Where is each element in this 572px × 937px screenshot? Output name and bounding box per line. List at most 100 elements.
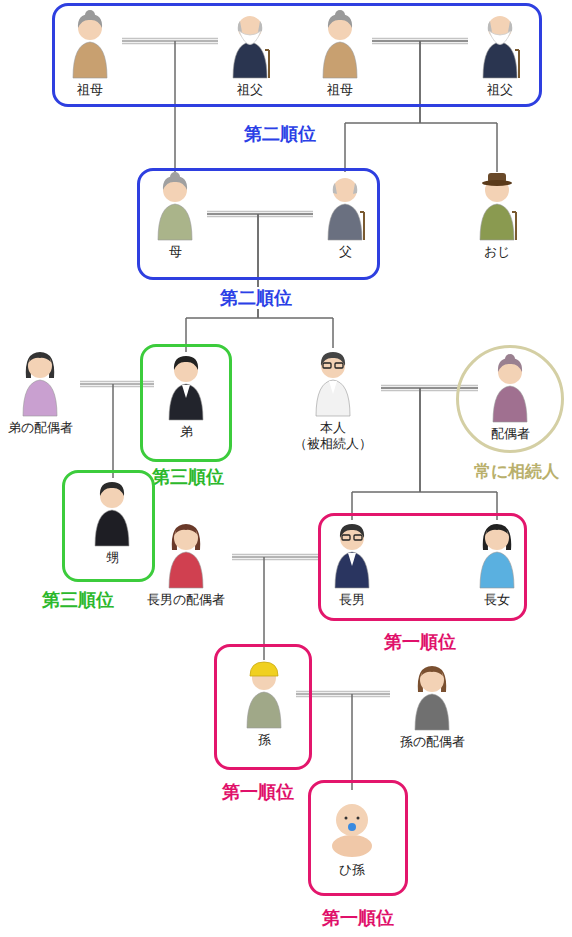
person-figure: 祖母 (58, 10, 122, 98)
descent-line (80, 384, 113, 478)
order-label: 第一順位 (320, 907, 396, 929)
connector-stroke (232, 559, 320, 561)
person-label: 孫 (232, 732, 296, 748)
connector-stroke (258, 214, 333, 348)
descent-line (207, 214, 333, 348)
person-figure: 甥 (80, 478, 144, 566)
person-icon (65, 10, 115, 80)
person-figure: 長男 (320, 520, 384, 608)
person-figure: 祖母 (308, 10, 372, 98)
person-icon (308, 348, 358, 418)
person-label: 配偶者 (478, 426, 542, 442)
order-label: 第一順位 (382, 631, 458, 653)
descent-line (352, 388, 478, 520)
connector-stroke (122, 43, 218, 45)
order-label: 第二順位 (218, 287, 294, 309)
order-label: 第一順位 (220, 781, 296, 803)
person-label: おじ (465, 244, 529, 260)
person-figure: 祖父 (218, 10, 282, 98)
descent-line (352, 388, 420, 520)
person-label: 本人 （被相続人） (285, 420, 381, 453)
person-label: 孫の配偶者 (390, 734, 474, 750)
descent-line (381, 388, 497, 520)
person-icon (150, 172, 200, 242)
person-figure: ひ孫 (320, 790, 384, 878)
descent-line (296, 694, 352, 790)
descent-line (186, 214, 313, 352)
person-label: ひ孫 (320, 862, 384, 878)
descent-line (258, 214, 333, 348)
person-icon (225, 10, 275, 80)
person-figure: 長女 (465, 520, 529, 608)
person-label: 祖父 (468, 82, 532, 98)
order-label: 常に相続人 (472, 461, 561, 481)
descent-line (113, 384, 154, 478)
person-icon (472, 172, 522, 242)
person-icon (239, 660, 289, 730)
connector-stroke (186, 214, 313, 352)
person-figure: 弟 (154, 352, 218, 440)
connector-stroke (372, 38, 468, 40)
connector-stroke (232, 554, 320, 556)
connector-stroke (296, 694, 352, 790)
person-icon (315, 10, 365, 80)
person-label: 父 (313, 244, 377, 260)
order-label: 第三順位 (40, 589, 116, 611)
person-label: 長女 (465, 592, 529, 608)
person-label: 祖母 (58, 82, 122, 98)
person-icon (15, 348, 65, 418)
connector-stroke (352, 388, 420, 520)
connector-stroke (352, 694, 390, 790)
person-label: 長男 (320, 592, 384, 608)
person-label: 祖父 (218, 82, 282, 98)
order-group-box: 第一順位孫 (214, 644, 312, 770)
person-figure: 長男の配偶者 (140, 520, 232, 608)
order-label: 第二順位 (242, 123, 318, 145)
person-icon (407, 662, 457, 732)
person-icon (320, 172, 370, 242)
connector-stroke (207, 214, 333, 348)
order-group-box: 第三順位甥 (62, 470, 155, 582)
person-icon (87, 478, 137, 548)
connector-stroke (80, 384, 113, 478)
person-label: 母 (143, 244, 207, 260)
person-figure: 弟の配偶者 (0, 348, 80, 436)
person-icon (472, 520, 522, 590)
connector-stroke (381, 390, 478, 392)
connector-stroke (122, 38, 218, 40)
person-figure: 父 (313, 172, 377, 260)
descent-line (186, 214, 258, 352)
spouse-circle: 常に相続人配偶者 (456, 345, 564, 453)
order-label: 第三順位 (150, 466, 226, 488)
connector-stroke (207, 216, 313, 218)
order-group-box: 第二順位祖母祖父祖母祖父 (52, 3, 542, 107)
person-label: 長男の配偶者 (140, 592, 232, 608)
connector-stroke (352, 388, 478, 520)
order-group-box: 第一順位ひ孫 (308, 780, 408, 896)
person-figure: 母 (143, 172, 207, 260)
person-label: 弟 (154, 424, 218, 440)
connector-stroke (113, 384, 154, 478)
person-icon (475, 10, 525, 80)
person-icon (161, 520, 211, 590)
person-icon (327, 790, 377, 860)
person-figure: 祖父 (468, 10, 532, 98)
person-label: 甥 (80, 550, 144, 566)
person-figure: 配偶者 (478, 354, 542, 442)
order-group-box: 第三順位弟 (140, 344, 232, 462)
descent-line (352, 694, 390, 790)
person-icon (327, 520, 377, 590)
order-group-box: 第一順位長男長女 (318, 513, 527, 621)
connector-stroke (381, 388, 497, 520)
person-figure: 本人 （被相続人） (285, 348, 381, 453)
person-figure: 孫の配偶者 (390, 662, 474, 750)
person-icon (161, 352, 211, 422)
connector-stroke (207, 211, 313, 213)
person-label: 祖母 (308, 82, 372, 98)
person-figure: 孫 (232, 660, 296, 748)
order-group-box: 第二順位母父 (137, 168, 380, 280)
person-label: 弟の配偶者 (0, 420, 80, 436)
connector-stroke (186, 214, 258, 352)
person-icon (485, 354, 535, 424)
